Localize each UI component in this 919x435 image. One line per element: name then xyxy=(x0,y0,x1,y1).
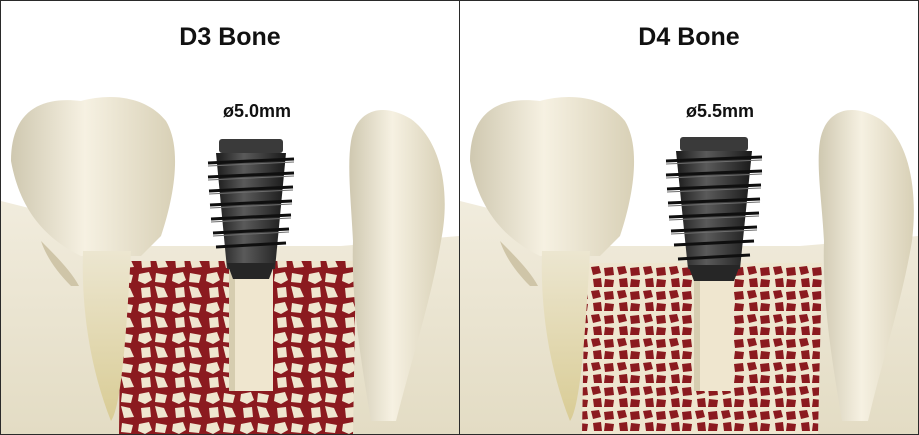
implant-diameter-label: ø5.0mm xyxy=(223,101,291,122)
panel-title: D3 Bone xyxy=(1,23,459,52)
implant-diameter-label: ø5.5mm xyxy=(686,101,754,122)
osteotomy xyxy=(229,269,273,391)
panel-d3-bone: D3 Bone ø5.0mm xyxy=(1,1,459,434)
panel-title: D4 Bone xyxy=(460,23,918,52)
panel-d4-bone: D4 Bone ø5.5mm xyxy=(460,1,918,434)
d3-bone-illustration xyxy=(1,1,459,434)
d4-bone-illustration xyxy=(460,1,918,434)
